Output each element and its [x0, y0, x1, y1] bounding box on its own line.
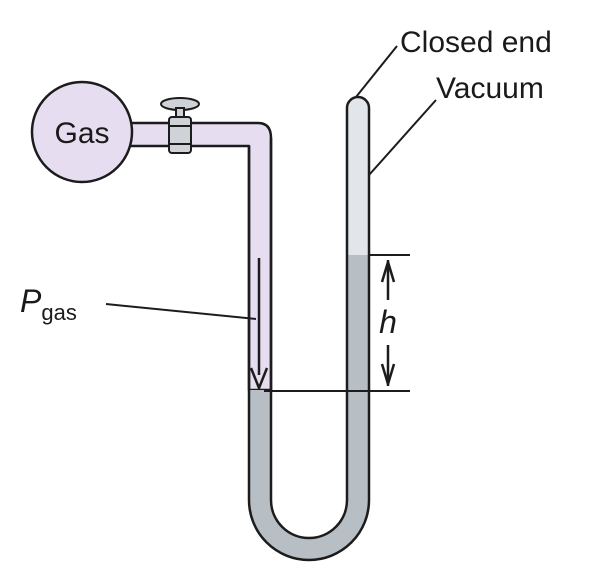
gas-bulb: [30, 80, 134, 184]
bulb-label: Gas: [54, 117, 109, 150]
pgas-leader: [105, 303, 257, 320]
mercury-column: [249, 255, 369, 560]
vacuum-leader: [368, 99, 437, 176]
pgas-subscript: gas: [41, 300, 76, 325]
valve: [160, 97, 200, 154]
closed-end-leader: [355, 45, 398, 98]
closed-end-label: Closed end: [400, 26, 552, 59]
vacuum-label: Vacuum: [436, 72, 544, 105]
pressure-arrow: [249, 258, 269, 390]
u-tube-outline: [247, 95, 371, 562]
pgas-symbol: P: [20, 283, 42, 319]
height-dimension: [380, 260, 396, 386]
pgas-label: Pgas: [20, 283, 77, 325]
vacuum-column: [347, 97, 369, 255]
height-label: h: [379, 304, 397, 340]
